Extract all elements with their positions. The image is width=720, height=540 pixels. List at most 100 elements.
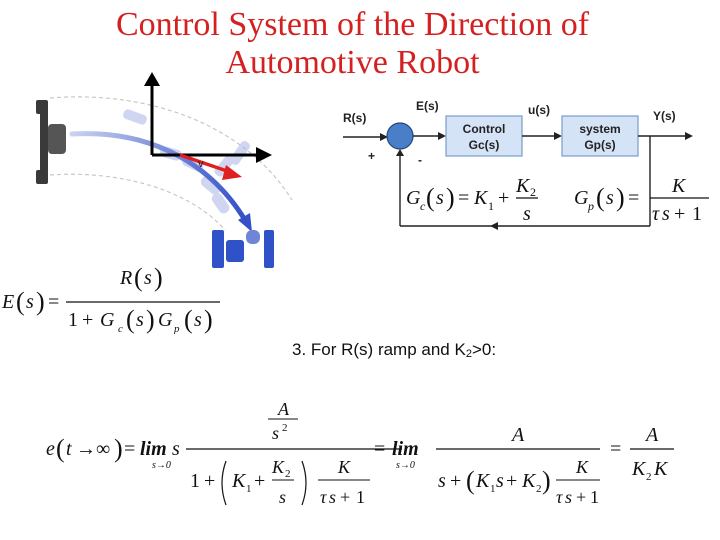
svg-text:E: E	[1, 291, 14, 313]
slide-title-line-1: Control System of the Direction of	[115, 6, 590, 43]
svg-text:s→0: s→0	[396, 460, 415, 471]
input-label: R(s)	[343, 111, 366, 125]
block-diagram: R(s) E(s) u(s) Y(s) + - Control Gc(s) sy…	[343, 99, 693, 230]
svg-text:lim: lim	[392, 438, 419, 460]
svg-text:1: 1	[190, 470, 200, 492]
minus-sign: -	[418, 153, 422, 167]
svg-text:=: =	[374, 438, 385, 460]
svg-text:1: 1	[488, 199, 494, 213]
svg-text:τ: τ	[556, 487, 563, 507]
svg-text:A: A	[277, 399, 290, 419]
svg-text:lim: lim	[140, 438, 167, 460]
svg-text:A: A	[644, 424, 659, 446]
svg-text:G: G	[574, 187, 589, 209]
svg-text:=: =	[124, 438, 135, 460]
svg-text:=: =	[48, 291, 59, 313]
svg-text:): )	[114, 434, 123, 463]
svg-text:c: c	[118, 323, 123, 334]
svg-text:K: K	[671, 175, 687, 197]
velocity-arrow	[179, 153, 231, 174]
svg-text:(: (	[134, 263, 143, 292]
svg-text:s: s	[438, 470, 446, 492]
svg-text:): )	[154, 263, 163, 292]
svg-text:G: G	[158, 309, 173, 331]
svg-text:τ: τ	[652, 203, 660, 225]
error-label: E(s)	[416, 99, 439, 113]
svg-text:s: s	[662, 203, 670, 225]
svg-text:s: s	[194, 309, 202, 331]
svg-text:K: K	[271, 457, 285, 477]
controller-tf-label: Gc(s)	[469, 138, 500, 152]
svg-text:2: 2	[530, 185, 536, 199]
svg-text:(: (	[56, 434, 65, 463]
svg-text:R: R	[119, 267, 132, 289]
svg-text:(: (	[596, 183, 605, 212]
svg-text:+: +	[82, 309, 93, 331]
svg-text:e: e	[46, 438, 55, 460]
svg-text:s: s	[26, 291, 34, 313]
controller-label: Control	[463, 122, 506, 136]
svg-text:): )	[146, 305, 155, 334]
case-prefix: 3. For R(s) ramp and K	[292, 340, 466, 359]
output-label: Y(s)	[653, 109, 676, 123]
svg-text:2: 2	[646, 471, 652, 483]
svg-text:1: 1	[490, 483, 496, 495]
svg-text:(: (	[466, 466, 475, 495]
svg-text:): )	[616, 183, 625, 212]
svg-text:): )	[204, 305, 213, 334]
svg-text:K: K	[231, 470, 247, 492]
svg-text:p: p	[587, 199, 594, 213]
svg-text:c: c	[420, 199, 426, 213]
svg-text:K: K	[653, 458, 669, 480]
velocity-label: v	[198, 158, 204, 170]
lane-inner	[49, 173, 226, 231]
svg-text:1: 1	[692, 203, 702, 225]
svg-text:τ: τ	[320, 487, 327, 507]
svg-text:+: +	[254, 470, 265, 492]
svg-text:1: 1	[590, 487, 599, 507]
svg-text:1: 1	[246, 483, 252, 495]
final-value-formula: e ( t → ∞ ) = lim s→0 s A s 2 1 + K 1 + …	[46, 399, 674, 507]
svg-text:(: (	[184, 305, 193, 334]
svg-text:=: =	[458, 187, 469, 209]
svg-text:K: K	[521, 470, 537, 492]
svg-text:s: s	[272, 423, 279, 443]
svg-text:): )	[36, 287, 45, 316]
slide-title-line-2: Automotive Robot	[225, 44, 480, 81]
svg-text:2: 2	[536, 483, 542, 495]
svg-text:s: s	[279, 487, 286, 507]
svg-text:2: 2	[285, 468, 291, 480]
controller-block	[445, 115, 523, 157]
lane-outer	[49, 96, 293, 201]
svg-text:t: t	[66, 438, 72, 460]
svg-text:s: s	[606, 187, 614, 209]
svg-text:s: s	[136, 309, 144, 331]
svg-text:s: s	[329, 487, 336, 507]
svg-text:K: K	[515, 175, 531, 197]
case-subscript: 2	[465, 348, 472, 360]
svg-text:→: →	[76, 438, 96, 460]
svg-text:p: p	[173, 323, 180, 334]
svg-text:2: 2	[282, 422, 288, 434]
svg-text:s: s	[172, 438, 180, 460]
svg-text:+: +	[450, 470, 461, 492]
svg-text:G: G	[100, 309, 115, 331]
robot-start	[36, 100, 66, 184]
svg-text:s: s	[144, 267, 152, 289]
svg-text:1: 1	[356, 487, 365, 507]
svg-text:(: (	[16, 287, 25, 316]
robot-end	[212, 230, 274, 268]
plant-label: system	[579, 122, 620, 136]
svg-text:∞: ∞	[96, 438, 110, 460]
svg-text:): )	[446, 183, 455, 212]
gc-formula: G c ( s ) = K 1 + K 2 s	[406, 175, 538, 225]
svg-text:+: +	[506, 470, 517, 492]
svg-text:K: K	[337, 457, 351, 477]
svg-text:K: K	[575, 457, 589, 477]
robot-path-figure: v	[36, 72, 293, 268]
svg-text:s→0: s→0	[152, 460, 171, 471]
svg-text:s: s	[496, 470, 504, 492]
plant-block	[561, 115, 639, 157]
case-suffix: >0:	[471, 340, 497, 359]
svg-text:(: (	[426, 183, 435, 212]
